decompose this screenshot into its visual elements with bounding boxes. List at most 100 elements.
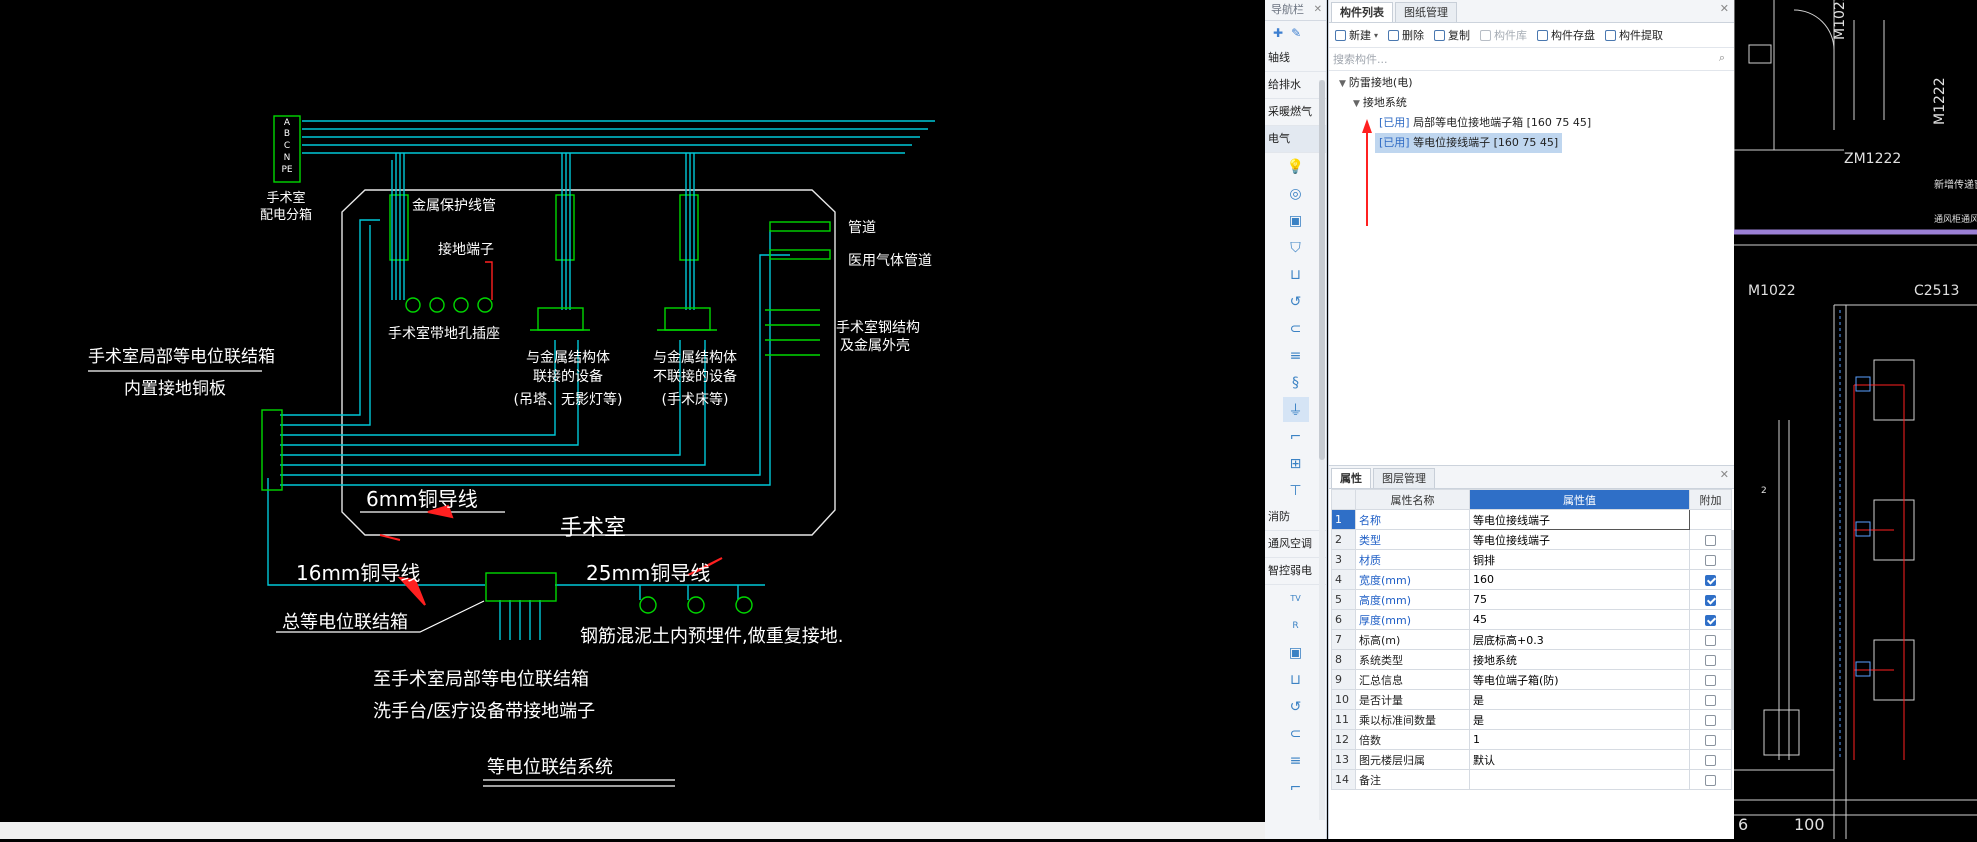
r-icon[interactable]: R [1292,620,1299,631]
prop-value[interactable]: 160 [1469,569,1690,590]
socket2-icon[interactable]: ▣ [1288,644,1303,661]
prop-value[interactable]: 接地系统 [1469,649,1690,670]
prop-value[interactable]: 是 [1469,709,1690,730]
extra-checkbox[interactable] [1705,754,1716,766]
conduit-icon[interactable]: ↺ [1289,293,1302,310]
new-button[interactable]: 新建▾ [1335,27,1378,43]
tv-icon[interactable]: TV [1290,594,1301,603]
tree-item-terminal[interactable]: [已用] 等电位接线端子 [160 75 45] [1375,133,1563,153]
nav-cat-hvac[interactable]: 通风空调 [1265,531,1326,558]
tray2-icon[interactable]: ⊔ [1290,671,1301,688]
nav-cat-water[interactable]: 给排水 [1265,72,1326,99]
prop-value[interactable]: 层底标高+0.3 [1469,629,1690,650]
extra-checkbox[interactable] [1705,634,1716,646]
grid-icon[interactable]: ⊞ [1289,455,1302,472]
component-icon[interactable]: ⊤ [1289,482,1302,499]
tab-layer-manage[interactable]: 图层管理 [1373,468,1435,488]
edit-icon[interactable]: ✎ [1291,26,1302,40]
delete-button[interactable]: 删除 [1388,27,1424,43]
nav-cat-electric[interactable]: 电气 [1265,126,1326,153]
grounding-icon[interactable]: ⏚ [1282,397,1309,422]
extra-checkbox[interactable] [1705,734,1716,746]
tree-node-child[interactable]: ▼接地系统 [1353,93,1407,113]
panel-icon[interactable]: ⛉ [1290,239,1301,256]
tray-icon[interactable]: ⊔ [1290,266,1301,283]
extra-checkbox[interactable] [1705,534,1716,546]
search-icon[interactable]: ⌕ [1718,51,1725,64]
socket-icon[interactable]: ▣ [1288,212,1303,229]
prop-name: 系统类型 [1355,649,1470,670]
extra-checkbox[interactable] [1705,574,1716,586]
close-icon[interactable]: ✕ [1719,2,1729,15]
bridge2-icon[interactable]: ⌐ [1289,779,1302,796]
nav-cat-fire[interactable]: 消防 [1265,504,1326,531]
tab-properties[interactable]: 属性 [1331,468,1371,488]
cable2-icon[interactable]: ≡ [1289,752,1302,769]
extra-checkbox[interactable] [1705,654,1716,666]
extra-checkbox[interactable] [1705,554,1716,566]
prop-value[interactable]: 等电位接线端子 [1469,509,1690,530]
tree-item-local-box[interactable]: [已用] 局部等电位接地端子箱 [160 75 45] [1379,113,1591,133]
tab-component-list[interactable]: 构件列表 [1331,2,1393,22]
extra-checkbox[interactable] [1705,614,1716,626]
prop-value[interactable]: 等电位端子箱(防) [1469,669,1690,690]
fitting-icon[interactable]: ⌐ [1289,428,1302,445]
tree-node-root[interactable]: ▼防雷接地(电) [1339,73,1413,93]
prop-value[interactable]: 铜排 [1469,549,1690,570]
save-component-button[interactable]: 构件存盘 [1537,27,1595,43]
nav-cat-lowvolt[interactable]: 智控弱电 [1265,558,1326,585]
wire2-icon[interactable]: ⊂ [1289,725,1302,742]
wire-icon[interactable]: ⊂ [1289,320,1302,337]
bridge-icon[interactable]: § [1292,374,1299,391]
prop-value[interactable] [1469,769,1690,790]
dropdown-icon[interactable]: ▾ [1374,30,1379,40]
nav-cat-heating[interactable]: 采暖燃气 [1265,99,1326,126]
cad-drawing-canvas[interactable]: A B C N PE 手术室 配电分箱 金属保护线管 接地端子 管道 医用气体管… [0,0,1265,822]
extra-checkbox[interactable] [1705,774,1716,786]
copy-button[interactable]: 复制 [1434,27,1470,43]
extra-checkbox[interactable] [1705,714,1716,726]
conduit2-icon[interactable]: ↺ [1289,698,1302,715]
extra-checkbox[interactable] [1705,674,1716,686]
collapse-icon[interactable]: ▼ [1353,99,1360,109]
collapse-icon[interactable]: ▼ [1339,79,1346,89]
tab-drawing-manage[interactable]: 图纸管理 [1395,2,1457,22]
prop-value[interactable]: 75 [1469,589,1690,610]
cable-icon[interactable]: ≡ [1289,347,1302,364]
prop-value[interactable]: 45 [1469,609,1690,630]
prop-value[interactable]: 默认 [1469,749,1690,770]
prop-index: 3 [1331,549,1356,570]
nav-cat-axis[interactable]: 轴线 [1265,45,1326,72]
extra-checkbox[interactable] [1705,594,1716,606]
component-search[interactable]: 搜索构件...⌕ [1329,48,1735,71]
close-icon[interactable]: ✕ [1313,4,1322,15]
add-icon[interactable]: ✚ [1273,26,1284,40]
prop-value[interactable]: 是 [1469,689,1690,710]
extract-component-button[interactable]: 构件提取 [1605,27,1663,43]
cad-right-view[interactable]: M1022 M1222 ZM1222 新增传递窗 通风柜通风大门 M1022 C… [1733,0,1977,839]
nav-scroll-thumb[interactable] [1319,80,1325,460]
panel-scrollbar[interactable] [1731,530,1735,730]
switch-icon[interactable]: ◎ [1289,185,1302,202]
bulb-icon[interactable]: 💡 [1286,158,1305,175]
nav-scrollbar[interactable] [1319,80,1325,820]
extra-checkbox[interactable] [1705,694,1716,706]
prop-value[interactable]: 等电位接线端子 [1469,529,1690,550]
library-button[interactable]: 构件库 [1480,27,1527,43]
prop-value[interactable]: 1 [1469,729,1690,750]
close-icon[interactable]: ✕ [1719,468,1729,481]
